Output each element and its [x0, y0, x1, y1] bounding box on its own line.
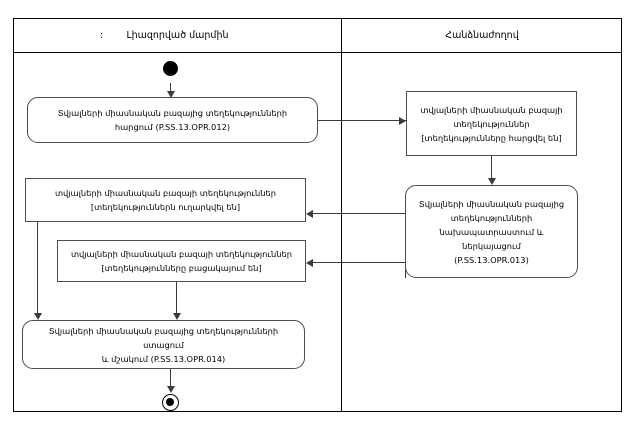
edge-action013-to-object-missing — [313, 262, 406, 263]
action-node-opr-012-text: Տվյալների միասնական բազայից տեղեկություն… — [58, 106, 287, 134]
action-node-opr-012-line2: հարցում (P.SS.13.OPR.012) — [114, 122, 231, 132]
swimlane-left-colon: : — [100, 30, 104, 41]
activity-final-node — [162, 394, 179, 411]
action-node-opr-013[interactable]: Տվյալների միասնական բազայից տեղեկություն… — [405, 185, 578, 278]
object-node-information-requested[interactable]: տվյալների միասնական բազայի տեղեկությունն… — [406, 91, 577, 156]
edge-object-sent-to-action014 — [37, 222, 38, 315]
object-node-information-sent[interactable]: տվյալների միասնական բազայի տեղեկությունն… — [25, 178, 306, 222]
swimlane-frame — [13, 18, 622, 412]
action-node-opr-014-line2: և մշակում (P.SS.13.OPR.014) — [101, 353, 226, 364]
arrowhead-object-missing-to-action014 — [172, 313, 181, 320]
object-node-information-missing[interactable]: տվյալների միասնական բազայի տեղեկությունն… — [57, 240, 306, 282]
edge-initial-to-action012 — [170, 83, 171, 94]
arrowhead-object-sent-to-action014 — [33, 313, 42, 320]
action-node-opr-013-line2: տեղեկությունների — [450, 212, 533, 223]
action-node-opr-012-line1: Տվյալների միասնական բազայից տեղեկություն… — [57, 108, 288, 118]
arrowhead-action013-to-object-sent — [306, 209, 313, 218]
object-node-information-requested-line3: [տեղեկությունները հարցվել են] — [421, 132, 562, 143]
object-node-information-requested-line1: տվյալների միասնական բազայի — [420, 104, 563, 115]
edge-action012-to-object-requested — [318, 120, 406, 121]
action-node-opr-014[interactable]: Տվյալների միասնական բազայից տեղեկություն… — [22, 320, 305, 369]
swimlane-title-left: : Լիազորված մարմին — [14, 27, 341, 45]
object-node-information-requested-line2: տեղեկություններ — [453, 118, 530, 129]
initial-node — [163, 61, 178, 76]
action-node-opr-014-line1: Տվյալների միասնական բազայից տեղեկություն… — [48, 325, 279, 350]
arrowhead-action012-to-object-requested — [399, 116, 406, 125]
object-node-information-missing-line2: [տեղեկությունները բացակայում են] — [101, 263, 262, 273]
object-node-information-missing-text: տվյալների միասնական բազայի տեղեկությունն… — [71, 247, 292, 275]
edge-object-requested-to-action013 — [491, 156, 492, 181]
edge-action013-to-object-sent — [313, 213, 405, 214]
swimlane-title-right: Հանձնաժողով — [342, 27, 622, 45]
action-node-opr-013-text: Տվյալների միասնական բազայից տեղեկություն… — [419, 197, 564, 267]
swimlane-left-label: Լիազորված մարմին — [126, 30, 229, 41]
arrowhead-initial-to-action012 — [166, 91, 175, 98]
edge-action014-to-final — [170, 369, 171, 389]
object-node-information-requested-text: տվյալների միասնական բազայի տեղեկությունն… — [420, 103, 562, 145]
action-node-opr-013-line5: (P.SS.13.OPR.013) — [454, 254, 529, 265]
arrowhead-action013-to-object-missing — [306, 258, 313, 267]
object-node-information-sent-text: տվյալների միասնական բազայի տեղեկությունն… — [55, 186, 276, 214]
action-node-opr-013-line3: նախապատրաստում և — [439, 226, 544, 237]
swimlane-right-label: Հանձնաժողով — [445, 30, 519, 41]
arrowhead-action014-to-final — [166, 386, 175, 393]
edge-object-missing-to-action014 — [176, 282, 177, 315]
object-node-information-sent-line2: [տեղեկություններն ուղարկվել են] — [90, 202, 241, 212]
action-node-opr-013-line4: ներկայացում — [462, 240, 521, 251]
action-node-opr-014-text: Տվյալների միասնական բազայից տեղեկություն… — [31, 324, 296, 366]
action-node-opr-013-line1: Տվյալների միասնական բազայից — [418, 198, 565, 209]
swimlane-header-divider — [13, 52, 622, 53]
arrowhead-object-requested-to-action013 — [487, 178, 496, 185]
object-node-information-missing-line1: տվյալների միասնական բազայի տեղեկությունն… — [70, 249, 293, 259]
object-node-information-sent-line1: տվյալների միասնական բազայի տեղեկությունն… — [54, 188, 277, 198]
action-node-opr-012[interactable]: Տվյալների միասնական բազայից տեղեկություն… — [27, 97, 318, 143]
swimlane-vertical-divider — [341, 18, 342, 412]
